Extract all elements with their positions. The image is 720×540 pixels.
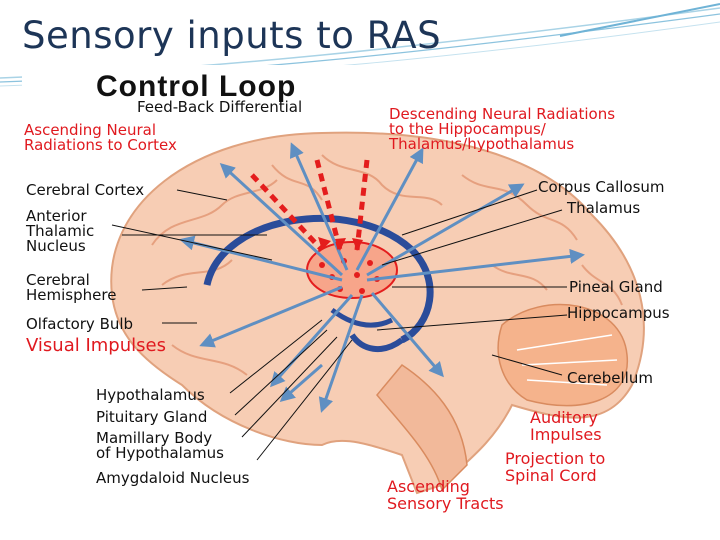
label-amygdaloid-nucleus: Amygdaloid Nucleus — [96, 469, 250, 487]
label-hypothalamus: Hypothalamus — [96, 386, 205, 404]
label-thalamus: Thalamus — [567, 199, 641, 217]
slide-title: Sensory inputs to RAS — [22, 14, 442, 57]
diagram-heading: Control Loop — [96, 70, 297, 103]
label-hippocampus: Hippocampus — [567, 304, 670, 322]
label-pituitary-gland: Pituitary Gland — [96, 408, 208, 426]
brainstem-shape — [376, 364, 468, 492]
label-projection-spinal-cord: Projection to Spinal Cord — [505, 449, 606, 485]
gyri-lines — [151, 154, 623, 376]
label-mamillary-body: Mamillary Body of Hypothalamus — [96, 429, 224, 462]
label-auditory-impulses: Auditory Impulses — [530, 408, 602, 444]
label-olfactory-bulb: Olfactory Bulb — [26, 315, 134, 333]
red-feedback-arrows — [250, 159, 370, 252]
brain-outline — [110, 131, 645, 495]
label-anterior-thalamic-nucleus: Anterior Thalamic Nucleus — [26, 207, 95, 255]
label-descending-neural-radiations: Descending Neural Radiations to the Hipp… — [389, 105, 616, 153]
label-pineal-gland: Pineal Gland — [569, 278, 663, 296]
label-visual-impulses: Visual Impulses — [26, 335, 166, 356]
limbic-ring — [203, 214, 434, 344]
blue-radiation-arrows — [179, 142, 585, 413]
label-cerebral-cortex: Cerebral Cortex — [26, 181, 145, 199]
brain-diagram: Control Loop Feed-Back Differential Asce… — [22, 65, 702, 520]
brain-illustration — [110, 131, 645, 495]
label-ascending-sensory-tracts: Ascending Sensory Tracts — [387, 477, 504, 513]
label-cerebral-hemisphere: Cerebral Hemisphere — [26, 271, 117, 304]
label-corpus-callosum: Corpus Callosum — [538, 178, 665, 196]
label-cerebellum: Cerebellum — [567, 369, 653, 387]
pointer-lines — [111, 189, 568, 461]
label-ascending-neural-radiations: Ascending Neural Radiations to Cortex — [24, 121, 177, 154]
label-feedback-differential: Feed-Back Differential — [137, 98, 303, 116]
